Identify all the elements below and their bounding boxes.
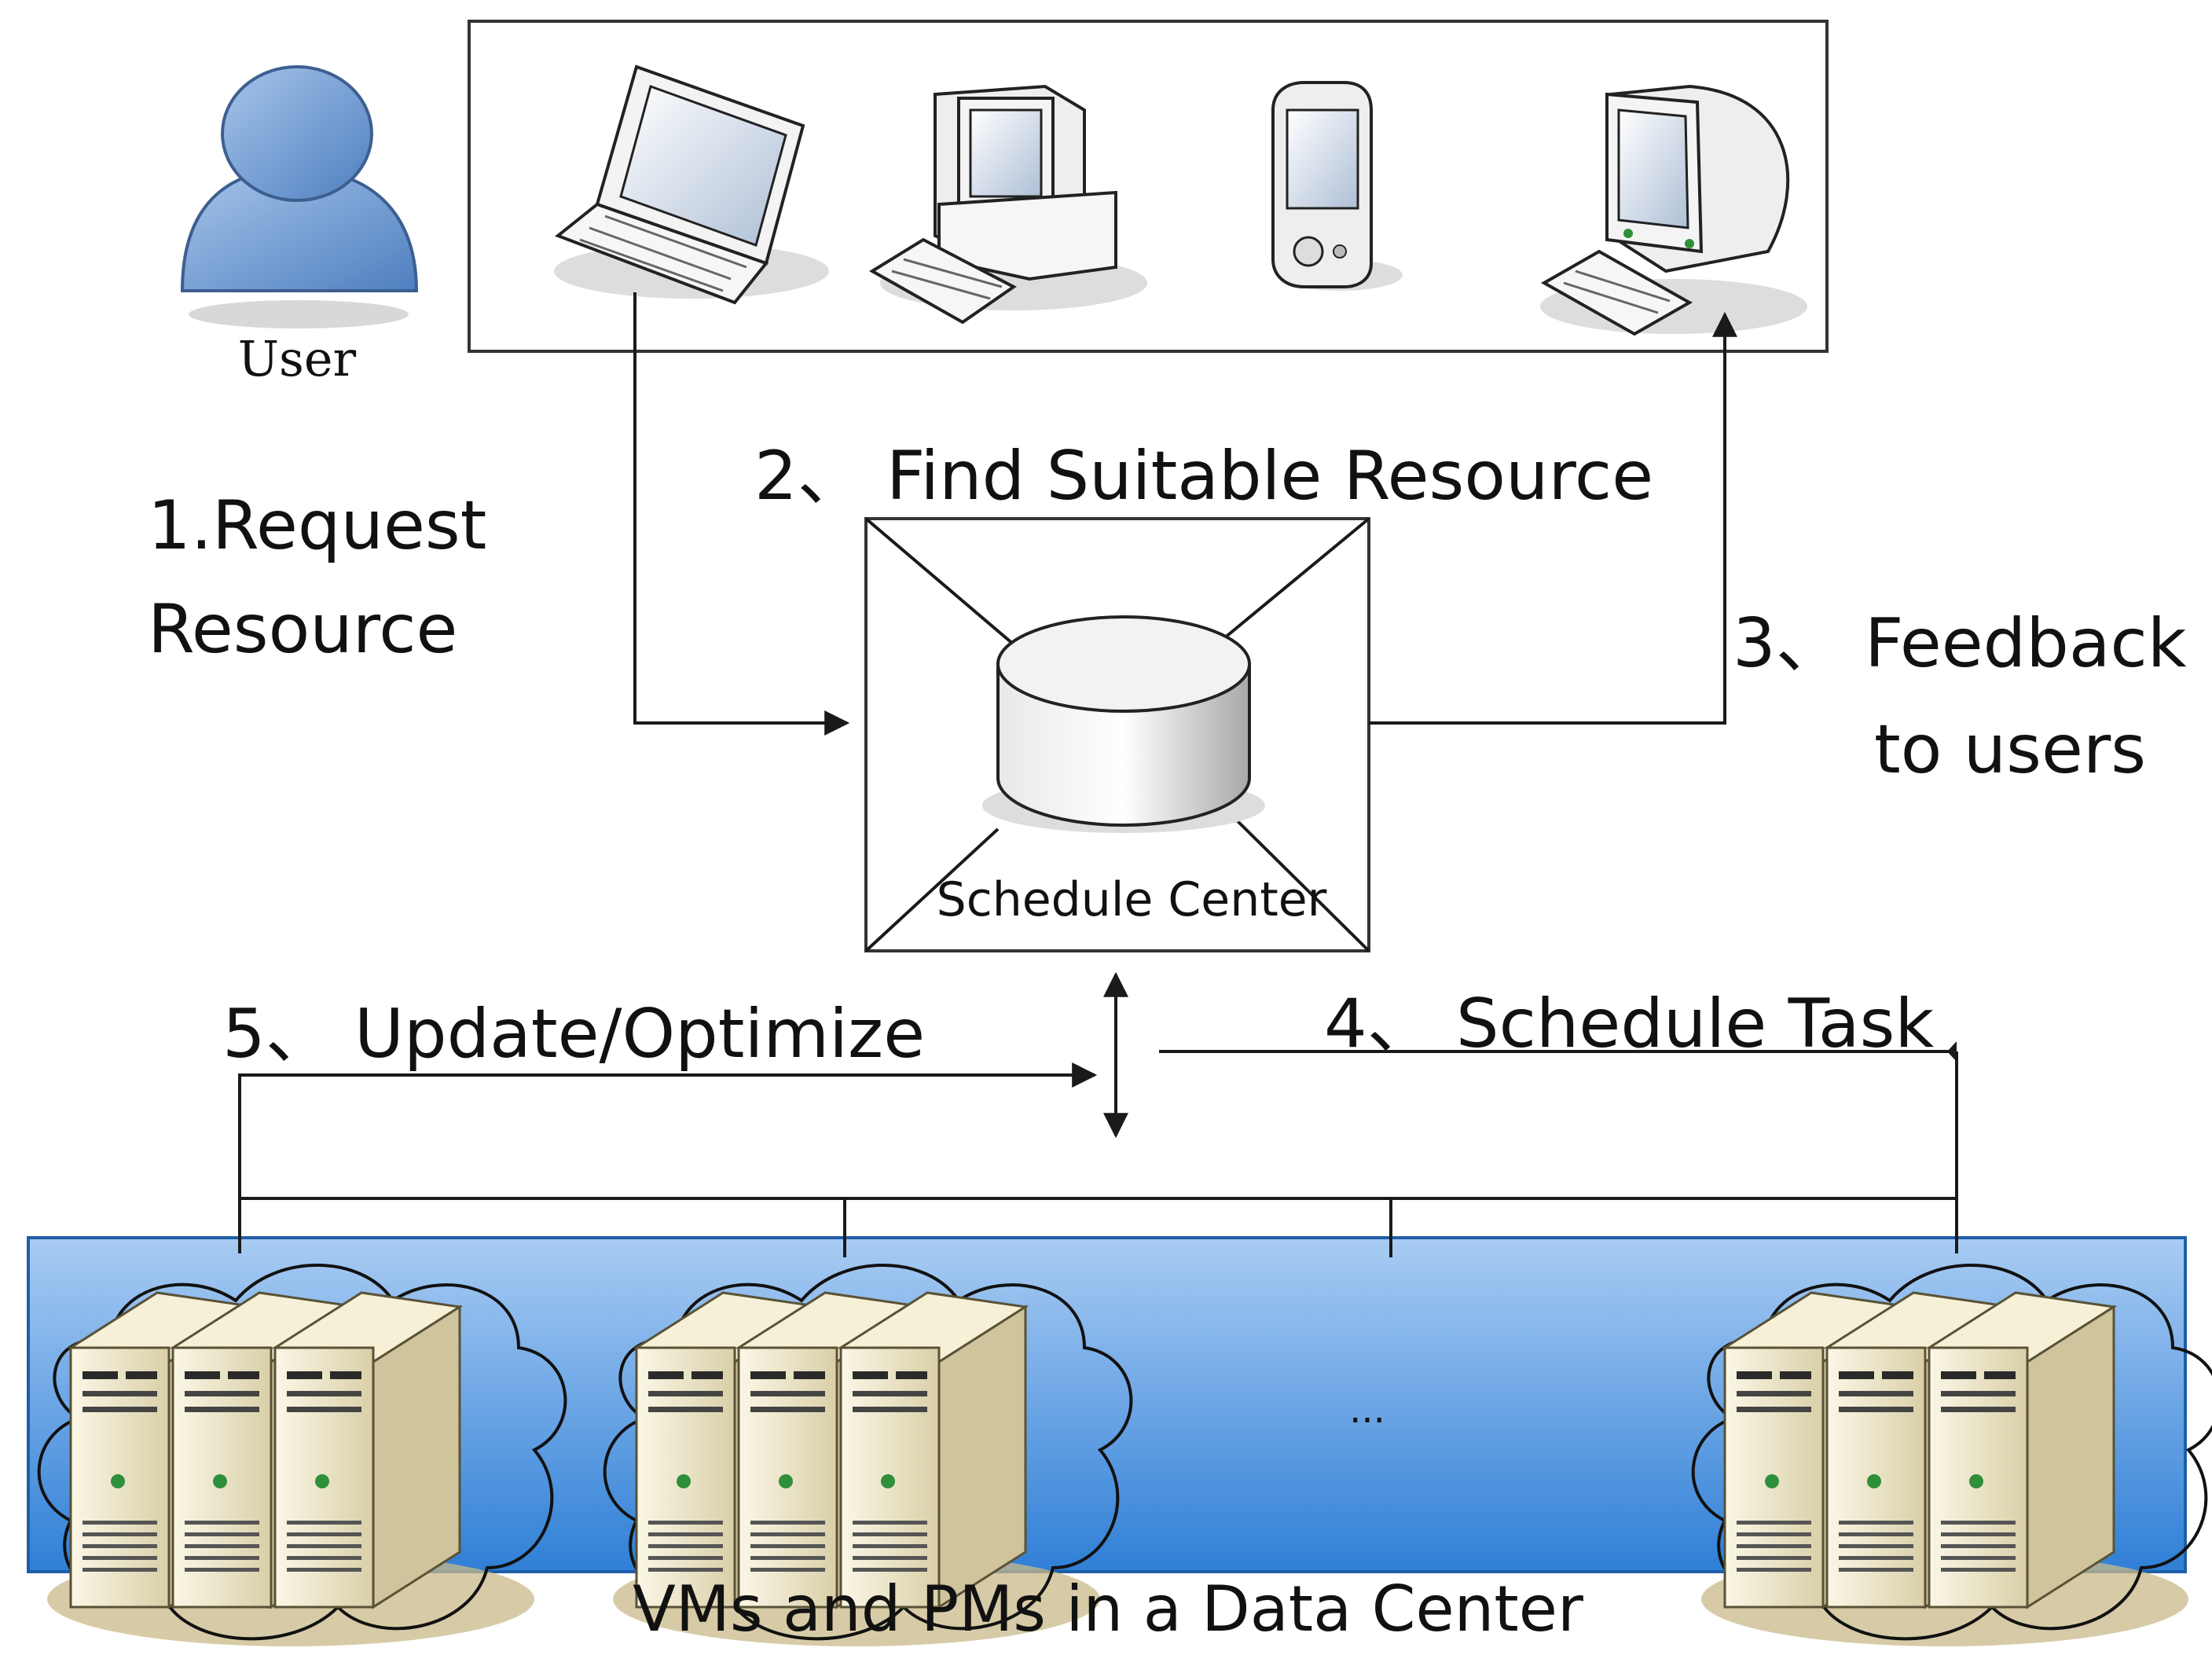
datacenter-ellipsis: ... — [1349, 1388, 1385, 1432]
laptop-icon — [554, 64, 829, 305]
step3-label-line1: 3、 Feedback — [1733, 604, 2187, 683]
update-optimize-arrow — [238, 1062, 1098, 1253]
step1-label-line2: Resource — [148, 590, 457, 669]
step2-label: 2、 Find Suitable Resource — [754, 437, 1653, 516]
user-icon — [180, 65, 419, 328]
datacenter-caption: VMs and PMs in a Data Center — [633, 1572, 1583, 1646]
desktop-pc-icon — [869, 84, 1147, 325]
step5-label: 5、 Update/Optimize — [222, 995, 925, 1073]
schedule-center-label: Schedule Center — [937, 872, 1327, 927]
schedule-task-arrowhead — [1947, 1041, 1957, 1062]
step1-label-line1: 1.Request — [148, 486, 486, 565]
step3-label-line2: to users — [1874, 710, 2146, 789]
request-arrow — [633, 292, 850, 736]
database-cylinder-icon — [982, 615, 1265, 833]
pda-icon — [1271, 81, 1403, 291]
feedback-arrow — [1369, 311, 1737, 725]
user-label: User — [238, 330, 357, 387]
crt-workstation-icon — [1540, 84, 1807, 336]
